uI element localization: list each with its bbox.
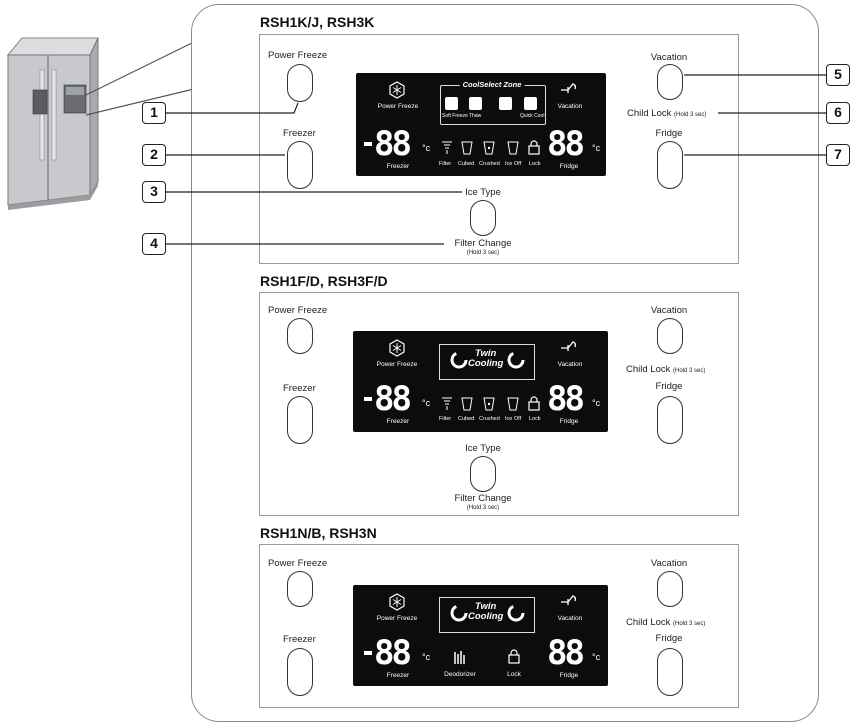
fridge-digits: 88 — [547, 382, 582, 416]
minus-segment — [364, 651, 372, 655]
callout-6: 6 — [826, 102, 850, 124]
child-lock-hold: (Hold 3 sec) — [673, 368, 705, 374]
freezer-button[interactable] — [287, 396, 313, 444]
power-freeze-label: Power Freeze — [268, 558, 327, 569]
minus-segment — [364, 397, 372, 401]
ice-off-icon — [507, 397, 519, 411]
deodorizer-icon — [453, 649, 467, 665]
vacation-button[interactable] — [657, 318, 683, 354]
ice-off-label: Ice Off — [505, 416, 521, 422]
display-power-freeze: Power Freeze — [377, 361, 417, 368]
display-fridge: Fridge — [560, 672, 578, 679]
callout-1: 1 — [142, 102, 166, 124]
filter-label: Filter — [439, 416, 451, 422]
freezer-label: Freezer — [283, 383, 316, 394]
fridge-digits: 88 — [547, 636, 582, 670]
freezer-digits: 88 — [374, 636, 409, 670]
twin-cooling-right-icon — [507, 351, 525, 369]
callout-7: 7 — [826, 144, 850, 166]
freezer-degc: °c — [422, 398, 430, 408]
lock-label: Lock — [507, 671, 521, 678]
display-fridge: Fridge — [560, 418, 578, 425]
cooling-label: Cooling — [468, 359, 503, 369]
vacation-icon — [560, 593, 580, 609]
power-freeze-icon — [388, 339, 406, 357]
display-vacation: Vacation — [558, 615, 583, 622]
callout-4: 4 — [142, 233, 166, 255]
child-lock-text: Child Lock — [626, 617, 670, 628]
crushed-label: Crushed — [479, 416, 500, 422]
crushed-icon — [483, 397, 495, 411]
vacation-label: Vacation — [651, 305, 687, 316]
hold-label: (Hold 3 sec) — [467, 505, 499, 511]
section-title: RSH1F/D, RSH3F/D — [260, 273, 388, 289]
power-freeze-button[interactable] — [287, 571, 313, 607]
lcd-display: Power Freeze TwinCooling Vacation 88 °c … — [353, 585, 608, 686]
power-freeze-label: Power Freeze — [268, 305, 327, 316]
power-freeze-icon — [388, 593, 406, 611]
vacation-label: Vacation — [651, 558, 687, 569]
child-lock-label: Child Lock (Hold 3 sec) — [626, 364, 705, 375]
twin-cooling-left-icon — [450, 351, 468, 369]
display-vacation: Vacation — [558, 361, 583, 368]
twin-cooling-left-icon — [450, 604, 468, 622]
deodorizer-label: Deodorizer — [444, 671, 476, 678]
display-power-freeze: Power Freeze — [377, 615, 417, 622]
vacation-button[interactable] — [657, 571, 683, 607]
display-freezer: Freezer — [387, 418, 409, 425]
freezer-degc: °c — [422, 652, 430, 662]
fridge-degc: °c — [592, 652, 600, 662]
fridge-label: Fridge — [656, 633, 683, 644]
fridge-degc: °c — [592, 398, 600, 408]
lock-label: Lock — [529, 416, 541, 422]
display-freezer: Freezer — [387, 672, 409, 679]
power-freeze-button[interactable] — [287, 318, 313, 354]
cooling-label: Cooling — [468, 612, 503, 622]
child-lock-label: Child Lock (Hold 3 sec) — [626, 617, 705, 628]
freezer-label: Freezer — [283, 634, 316, 645]
fridge-button[interactable] — [657, 396, 683, 444]
section-title: RSH1N/B, RSH3N — [260, 525, 377, 541]
filter-icon — [441, 397, 453, 411]
cubed-icon — [461, 397, 473, 411]
child-lock-hold: (Hold 3 sec) — [673, 621, 705, 627]
fridge-label: Fridge — [656, 381, 683, 392]
child-lock-text: Child Lock — [626, 364, 670, 375]
lock-icon — [528, 396, 540, 411]
fridge-button[interactable] — [657, 648, 683, 696]
callout-2: 2 — [142, 144, 166, 166]
freezer-button[interactable] — [287, 648, 313, 696]
ice-type-button[interactable] — [470, 456, 496, 492]
callout-5: 5 — [826, 64, 850, 86]
callout-3: 3 — [142, 181, 166, 203]
lock-icon — [508, 649, 520, 664]
freezer-digits: 88 — [374, 382, 409, 416]
twin-cooling-right-icon — [507, 604, 525, 622]
cubed-label: Cubed — [458, 416, 474, 422]
filter-change-label: Filter Change — [454, 493, 511, 504]
vacation-icon — [560, 339, 580, 355]
ice-type-label: Ice Type — [465, 443, 501, 454]
